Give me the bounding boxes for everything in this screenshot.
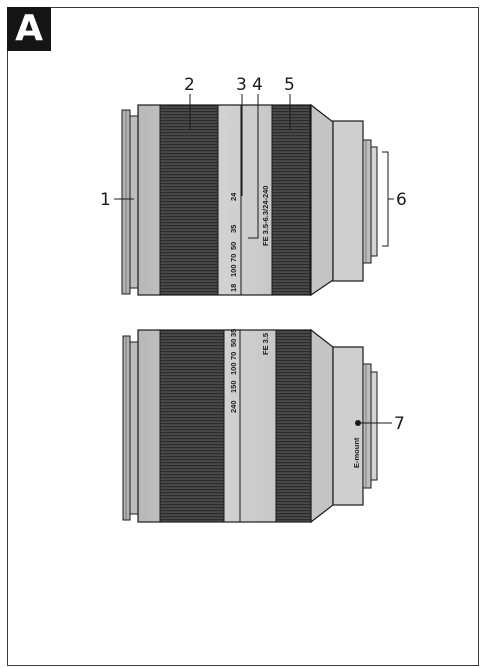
front-ring-inner [129,341,139,515]
callout-2: 2 [184,75,195,95]
mount-label: E-mount [352,437,361,468]
front-ring-inner [129,115,139,289]
callout-3: 3 [236,75,247,95]
zoom-mark: 150 [229,380,238,393]
mount-flange [362,363,372,489]
rear-barrel [332,120,364,282]
zoom-scale-bottom: 240 150 100 70 50 35 [229,329,238,413]
zoom-mark: 35 [229,225,238,233]
callout-7: 7 [394,414,405,434]
figure-frame [7,7,479,666]
lens-side-view-bottom: 240 150 100 70 50 35 FE 3.5 E-mount [122,328,378,524]
barrel-taper [310,103,334,297]
callout-6: 6 [396,190,407,210]
zoom-scale-top: 18 100 70 50 35 24 [229,192,238,292]
rear-barrel [332,346,364,506]
callout-4: 4 [252,75,263,95]
mount-contacts [370,146,378,257]
callouts-top: 2 3 4 5 1 6 [100,75,407,247]
mount-contacts [370,371,378,481]
zoom-ring [159,329,225,523]
focus-ring [271,104,311,296]
mount-flange [362,139,372,264]
callouts-bottom: 7 [361,414,405,434]
zoom-mark: 50 [229,242,238,250]
lens-side-view-top: 18 100 70 50 35 24 FE 3.5-6.3/24-240 [121,103,378,297]
zoom-mark: 100 [229,264,238,277]
zoom-mark: 18 [229,284,238,292]
lens-model-text: FE 3.5-6.3/24-240 [261,186,270,246]
lens-model-text: FE 3.5 [261,333,270,355]
zoom-mark: 24 [229,192,238,201]
section-label: A [7,7,51,51]
zoom-mark: 35 [229,329,238,337]
zoom-ring [159,104,219,296]
zoom-mark: 240 [229,400,238,413]
zoom-mark: 70 [229,254,238,262]
barrel-taper [310,328,334,524]
zoom-mark: 70 [229,352,238,360]
focus-ring [275,329,312,523]
front-ring-outer [122,335,131,521]
callout-1: 1 [100,190,111,210]
zoom-mark: 100 [229,362,238,375]
mounting-index-dot [355,420,361,426]
zoom-mark: 50 [229,339,238,347]
callout-5: 5 [284,75,295,95]
